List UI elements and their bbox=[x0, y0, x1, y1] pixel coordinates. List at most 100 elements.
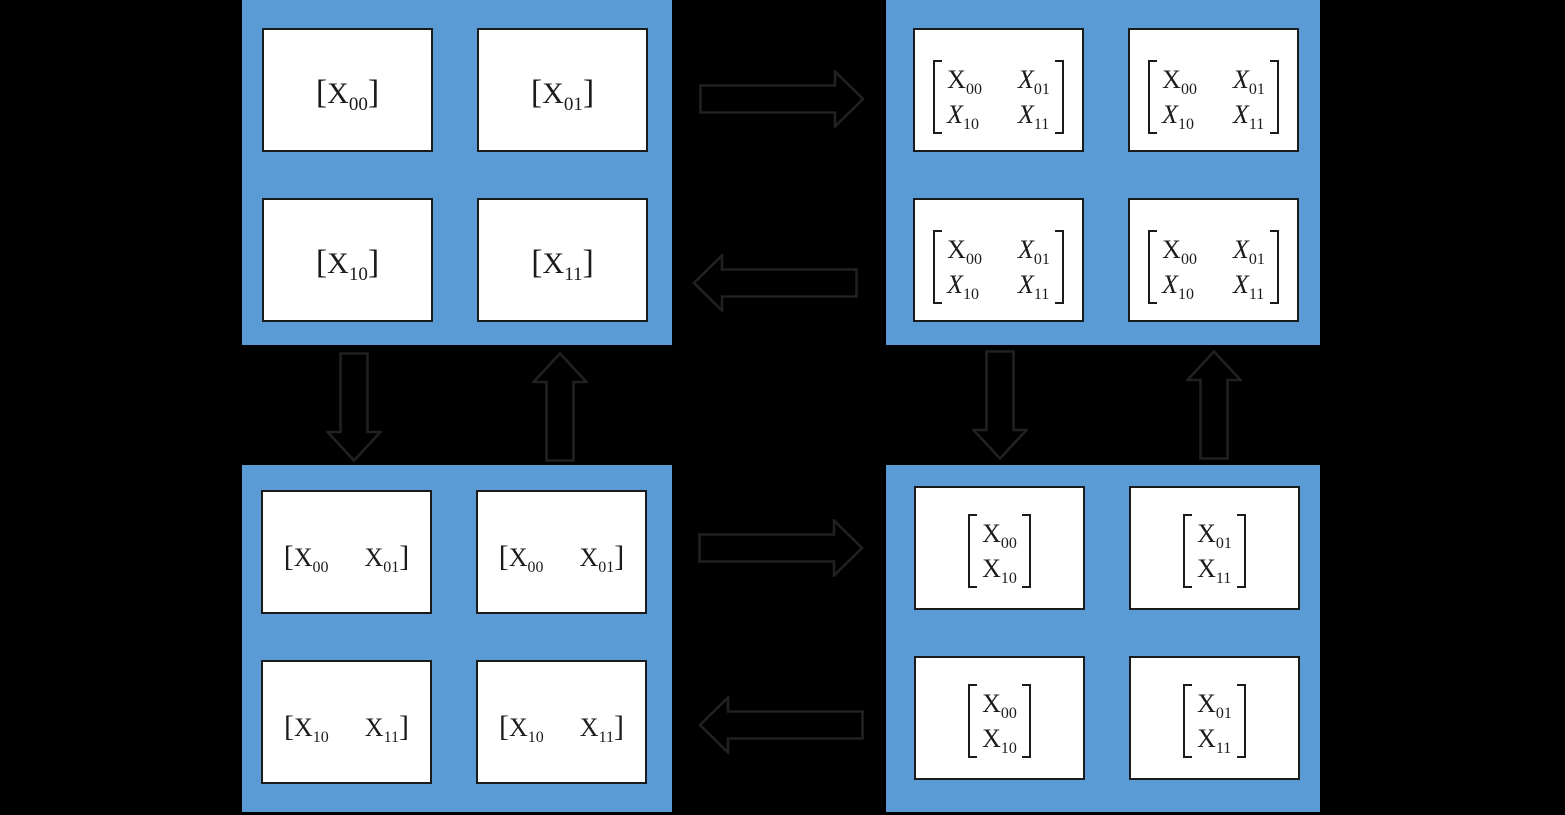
arrow-up-icon bbox=[1186, 350, 1242, 460]
arrow-right-icon bbox=[698, 519, 864, 577]
matrix-entry: X11 bbox=[579, 712, 614, 746]
right-bracket: ] bbox=[614, 539, 625, 573]
matrix-entry: X11 bbox=[1017, 100, 1050, 134]
panel-top-left-scalar-blocks: [X00] [X01] [X10] [X11] bbox=[242, 0, 672, 345]
matrix-box: [X01] bbox=[477, 28, 648, 152]
matrix-entry: X01 bbox=[579, 542, 615, 576]
left-bracket: [ bbox=[283, 539, 294, 573]
matrix-entry: X11 bbox=[1232, 100, 1265, 134]
matrix-entry: X11 bbox=[1197, 724, 1232, 758]
matrix-entry: X00 bbox=[1162, 235, 1197, 269]
matrix-entry: X10 bbox=[982, 554, 1017, 588]
matrix-entry: X00 bbox=[327, 77, 368, 115]
right-bracket bbox=[1054, 60, 1064, 134]
matrix-box: [X00] bbox=[262, 28, 433, 152]
left-bracket bbox=[968, 684, 978, 758]
matrix-entry: X01 bbox=[1197, 689, 1232, 723]
left-bracket bbox=[1183, 684, 1193, 758]
matrix-entry: X11 bbox=[1017, 270, 1050, 304]
left-bracket: [ bbox=[284, 709, 295, 743]
matrix-notation: [X01] bbox=[531, 74, 595, 115]
arrow-right-icon bbox=[699, 70, 865, 128]
left-bracket: [ bbox=[499, 709, 510, 743]
matrix-entry: X10 bbox=[327, 247, 368, 285]
matrix-entry: X10 bbox=[947, 270, 980, 304]
left-bracket bbox=[1148, 230, 1158, 304]
matrix-entry: X00 bbox=[982, 689, 1017, 723]
matrix-entry: X00 bbox=[982, 519, 1017, 553]
matrix-entry: X01 bbox=[1232, 65, 1265, 99]
matrix-entry: X00 bbox=[508, 542, 544, 576]
matrix-notation: [X10 X11] bbox=[284, 710, 409, 745]
right-bracket: ] bbox=[613, 709, 624, 743]
right-bracket bbox=[1269, 230, 1279, 304]
left-bracket: [ bbox=[315, 74, 328, 111]
right-bracket bbox=[1236, 684, 1246, 758]
matrix-entry: X00 bbox=[947, 235, 982, 269]
right-bracket: ] bbox=[398, 709, 409, 743]
matrix-entry: X11 bbox=[1197, 554, 1232, 588]
matrix-entry: X10 bbox=[509, 712, 544, 746]
matrix-notation: [X10] bbox=[316, 244, 380, 285]
matrix-entry: X01 bbox=[1232, 235, 1265, 269]
matrix-notation: [X11] bbox=[531, 244, 594, 285]
matrix-entry: X01 bbox=[542, 77, 583, 115]
matrix-box: [X10 X11] bbox=[476, 660, 647, 784]
right-bracket bbox=[1021, 514, 1031, 588]
arrow-down-icon bbox=[972, 350, 1028, 460]
matrix-box: [X11] bbox=[477, 198, 648, 322]
left-bracket bbox=[933, 60, 943, 134]
left-bracket: [ bbox=[531, 244, 543, 281]
matrix-entry: X01 bbox=[1197, 519, 1232, 553]
matrix-entry: X00 bbox=[293, 542, 329, 576]
right-bracket: ] bbox=[367, 244, 380, 281]
left-bracket bbox=[968, 514, 978, 588]
right-bracket: ] bbox=[582, 244, 594, 281]
matrix-entry: X10 bbox=[294, 712, 329, 746]
arrow-left-icon bbox=[692, 254, 858, 312]
matrix-notation: [X10 X11] bbox=[499, 710, 624, 745]
matrix-entry: X00 bbox=[947, 65, 982, 99]
right-bracket bbox=[1269, 60, 1279, 134]
right-bracket: ] bbox=[582, 74, 595, 111]
matrix-entry: X11 bbox=[542, 247, 583, 285]
right-bracket bbox=[1054, 230, 1064, 304]
matrix-box: [X10 X11] bbox=[261, 660, 432, 784]
matrix-entry: X10 bbox=[1162, 100, 1195, 134]
matrix-entry: X10 bbox=[1162, 270, 1195, 304]
matrix-notation: [X00] bbox=[315, 74, 379, 115]
matrix-box: [X10] bbox=[262, 198, 433, 322]
arrow-left-icon bbox=[698, 696, 864, 754]
left-bracket bbox=[1148, 60, 1158, 134]
matrix-entry: X01 bbox=[1017, 65, 1050, 99]
matrix-entry: X10 bbox=[947, 100, 980, 134]
matrix-entry: X11 bbox=[1232, 270, 1265, 304]
right-bracket bbox=[1236, 514, 1246, 588]
matrix-entry: X11 bbox=[364, 712, 399, 746]
right-bracket bbox=[1021, 684, 1031, 758]
matrix-entry: X10 bbox=[982, 724, 1017, 758]
